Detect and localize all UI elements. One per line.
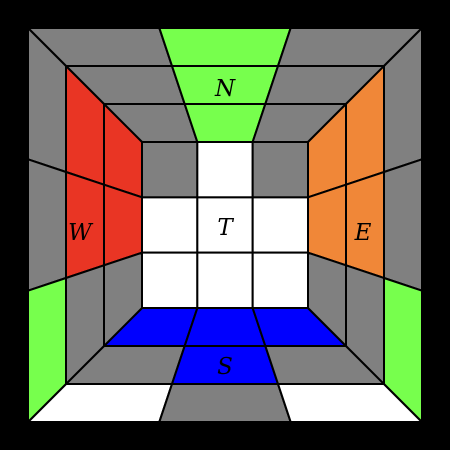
sticker-layer <box>27 27 423 423</box>
west-face-label: W <box>68 220 94 246</box>
east-face-label: E <box>354 220 372 246</box>
west-sticker <box>103 183 143 267</box>
north-sticker <box>183 103 267 143</box>
top-sticker <box>251 141 309 199</box>
top-sticker <box>196 141 254 199</box>
top-face-label: T <box>217 215 234 241</box>
north-face-label: N <box>214 76 236 102</box>
east-sticker <box>383 277 423 423</box>
top-sticker <box>141 251 199 309</box>
top-sticker <box>251 251 309 309</box>
top-sticker <box>141 141 199 199</box>
west-sticker <box>103 251 143 347</box>
south-sticker <box>158 383 292 423</box>
top-sticker <box>251 196 309 254</box>
top-sticker <box>141 196 199 254</box>
east-sticker <box>383 158 423 292</box>
north-sticker <box>158 27 292 67</box>
east-sticker <box>307 183 347 267</box>
south-sticker <box>183 307 267 347</box>
top-sticker <box>196 251 254 309</box>
south-face-label: S <box>217 354 233 380</box>
west-sticker <box>27 158 67 292</box>
